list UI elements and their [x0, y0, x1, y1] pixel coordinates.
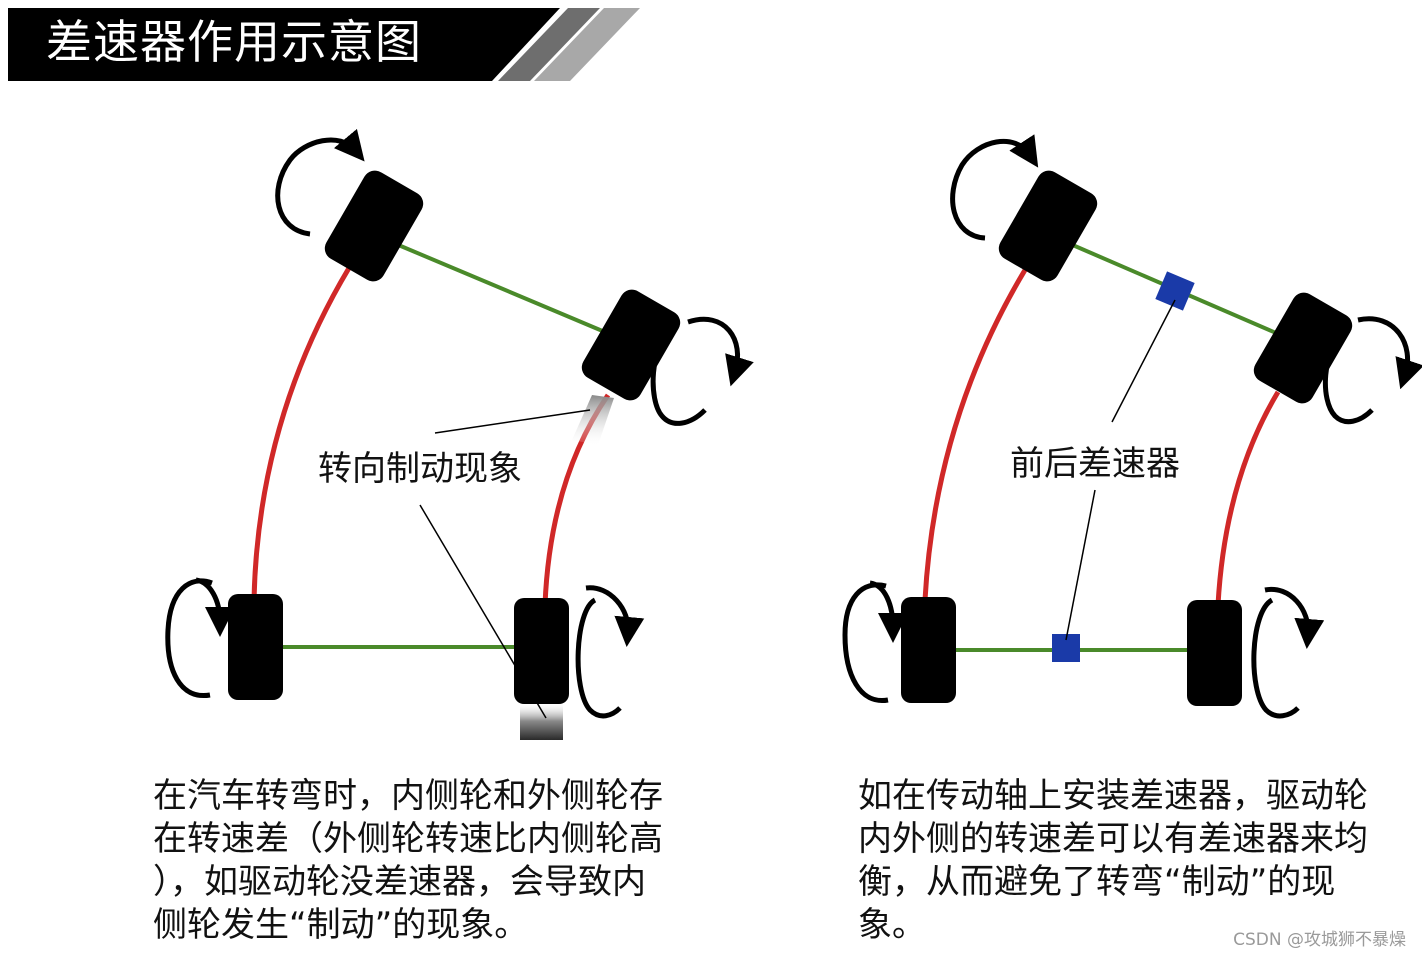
rotation-arrow-icon — [950, 134, 1039, 241]
title-bar — [8, 8, 640, 81]
rotation-arrow-icon — [842, 582, 889, 704]
rotation-arrow-icon — [275, 128, 365, 237]
caption-left: 在汽车转弯时，内侧轮和外侧轮存 在转速差（外侧轮转速比内侧轮高 ），如驱动轮没差… — [153, 775, 663, 947]
track-line-right-outer — [1215, 390, 1281, 606]
caption-line: 在汽车转弯时，内侧轮和外侧轮存 — [153, 776, 663, 816]
caption-line: 侧轮发生“制动”的现象。 — [153, 905, 529, 945]
rotation-arrow-icon — [1264, 586, 1325, 649]
title-bar-bg — [8, 8, 560, 81]
caption-line: 在转速差（外侧轮转速比内侧轮高 — [153, 819, 663, 859]
leader-line — [1065, 489, 1096, 641]
rotation-arrow-icon — [1251, 597, 1300, 719]
title-stripe — [534, 8, 640, 81]
caption-line: 内外侧的转速差可以有差速器来均 — [858, 819, 1368, 859]
wheel-front-right — [581, 289, 681, 401]
watermark: CSDN @攻城狮不暴燥 — [1233, 930, 1406, 950]
rotation-arrow-icon — [869, 580, 908, 643]
wheel-front-left — [998, 170, 1098, 282]
rotation-arrow-icon — [195, 577, 235, 637]
skid-mark-rear — [520, 702, 563, 740]
caption-line: 象。 — [858, 905, 926, 945]
label-steering-brake: 转向制动现象 — [318, 449, 522, 489]
wheel-rear-right — [514, 598, 569, 704]
rotation-arrow-icon — [1357, 316, 1422, 390]
wheel-rear-left — [228, 594, 283, 700]
rotation-arrow-icon — [650, 327, 707, 426]
rotation-arrow-icon — [687, 316, 754, 387]
track-line-right-inner — [922, 268, 1028, 601]
rotation-arrow-icon — [1322, 330, 1374, 425]
caption-line: ），如驱动轮没差速器，会导致内 — [153, 862, 646, 902]
label-differentials: 前后差速器 — [1010, 444, 1180, 484]
wheel-rear-left — [901, 597, 956, 703]
title-stripe — [498, 8, 600, 81]
caption-line: 如在传动轴上安装差速器，驱动轮 — [858, 776, 1368, 816]
rotation-arrow-icon — [575, 597, 622, 719]
front-differential — [1155, 271, 1195, 311]
rotation-arrow-icon — [165, 578, 213, 699]
wheel-rear-right — [1187, 600, 1242, 706]
wheel-front-left — [324, 170, 424, 282]
leader-line — [1111, 299, 1176, 423]
leader-line — [419, 504, 547, 719]
caption-right: 如在传动轴上安装差速器，驱动轮 内外侧的转速差可以有差速器来均 衡，从而避免了转… — [858, 775, 1368, 947]
left-diagram: 转向制动现象 — [165, 128, 754, 740]
right-diagram: 前后差速器 — [842, 134, 1422, 719]
skid-mark-front — [572, 395, 614, 445]
wheel-front-right — [1253, 292, 1353, 404]
front-axle — [395, 242, 613, 337]
rotation-arrow-icon — [585, 585, 645, 647]
leader-line — [434, 409, 591, 434]
page-title: 差速器作用示意图 — [46, 15, 422, 69]
caption-line: 衡，从而避免了转弯“制动”的现 — [858, 862, 1336, 902]
track-line-left-inner — [251, 266, 352, 601]
